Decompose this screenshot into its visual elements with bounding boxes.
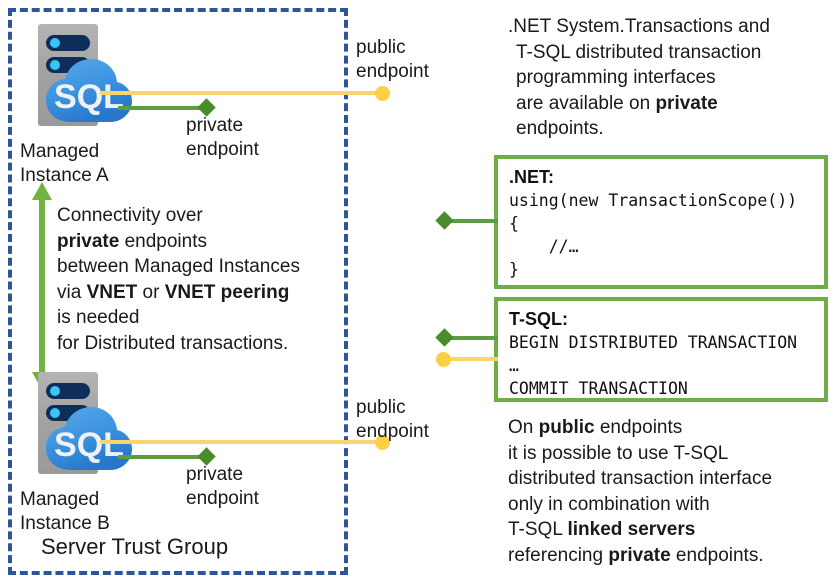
managed-instance-a-icon: SQL xyxy=(20,24,140,134)
outro-line-5: T-SQL linked servers xyxy=(508,517,838,543)
connectivity-line-6: for Distributed transactions. xyxy=(57,332,289,354)
intro-line-4: are available on private xyxy=(508,91,838,117)
managed-instance-b-caption: Managed Instance B xyxy=(20,488,210,536)
dotnet-private-connector-line xyxy=(444,219,498,223)
tsql-code-box: T-SQL: BEGIN DISTRIBUTED TRANSACTION … C… xyxy=(494,297,828,402)
instance-a-public-endpoint-line xyxy=(100,91,382,95)
connectivity-line-4: via VNET or VNET peering xyxy=(57,280,347,306)
tsql-code-title: T-SQL: xyxy=(509,309,568,329)
intro-line-3: programming interfaces xyxy=(516,67,716,88)
server-led-icon xyxy=(50,60,60,70)
dotnet-private-connector-marker xyxy=(435,211,454,230)
instance-b-public-endpoint-marker xyxy=(375,435,390,450)
managed-instance-a-caption: Managed Instance A xyxy=(20,140,210,188)
connectivity-line-2: private endpoints xyxy=(57,229,347,255)
private-endpoint-line-1: private xyxy=(186,464,244,485)
caption-line-1: Managed xyxy=(20,141,100,162)
rest: endpoints xyxy=(119,230,207,252)
server-trust-group-label: Server Trust Group xyxy=(38,535,232,559)
server-led-icon xyxy=(50,386,60,396)
sql-cloud-icon: SQL xyxy=(46,406,132,474)
post: endpoints xyxy=(594,417,683,438)
connectivity-line-5: is needed xyxy=(57,307,140,328)
pre: referencing xyxy=(508,544,609,566)
connectivity-line-1: Connectivity over xyxy=(57,205,203,226)
outro-line-2: it is possible to use T-SQL xyxy=(508,442,729,464)
outro-line-1: On public endpoints xyxy=(508,415,838,441)
instance-a-public-endpoint-label: public endpoint xyxy=(356,36,429,84)
svg-text:SQL: SQL xyxy=(54,426,124,464)
server-trust-group-boundary xyxy=(8,8,348,575)
tsql-public-connector-marker xyxy=(436,352,451,367)
mid: or xyxy=(137,281,165,303)
instance-b-public-endpoint-line xyxy=(100,440,382,444)
dotnet-code-snippet: using(new TransactionScope()) { //… } xyxy=(509,191,798,279)
public-endpoint-line-1: public xyxy=(356,37,406,58)
intro-line-2: T-SQL distributed transaction xyxy=(516,41,762,63)
instance-a-private-endpoint-line xyxy=(118,106,208,110)
instance-b-private-endpoint-label: private endpoint xyxy=(186,463,259,511)
pre: On xyxy=(508,417,539,438)
tsql-private-connector-line xyxy=(444,336,498,340)
connectivity-note: Connectivity over private endpoints betw… xyxy=(57,203,347,356)
pre: T-SQL xyxy=(508,519,568,540)
outro-line-3: distributed transaction interface xyxy=(508,468,773,489)
bold-private: private xyxy=(57,230,120,252)
instance-b-public-endpoint-label: public endpoint xyxy=(356,396,429,444)
sql-cloud-icon: SQL xyxy=(46,58,132,126)
outro-line-4: only in combination with xyxy=(508,493,710,515)
bold-linked-servers: linked servers xyxy=(567,519,696,540)
instance-a-private-endpoint-label: private endpoint xyxy=(186,114,259,162)
instance-a-public-endpoint-marker xyxy=(375,86,390,101)
bold-vnet: VNET xyxy=(86,281,138,303)
caption-line-1: Managed xyxy=(20,489,100,510)
managed-instance-b-icon: SQL xyxy=(20,372,140,482)
caption-line-2: Instance A xyxy=(20,165,109,186)
outro-line-6: referencing private endpoints. xyxy=(508,543,838,569)
server-led-icon xyxy=(50,38,60,48)
public-endpoint-line-2: endpoint xyxy=(356,61,429,82)
private-endpoint-line-1: private xyxy=(186,115,244,136)
bold-vnet-peering: VNET peering xyxy=(164,281,290,303)
tsql-private-connector-marker xyxy=(435,328,454,347)
private-connectivity-arrow xyxy=(31,182,53,390)
pre: are available on xyxy=(516,92,656,114)
intro-paragraph: .NET System.Transactions and T-SQL distr… xyxy=(508,14,838,142)
private-endpoint-line-2: endpoint xyxy=(186,488,259,509)
server-led-icon xyxy=(50,408,60,418)
public-endpoint-line-1: public xyxy=(356,397,406,418)
private-endpoint-line-2: endpoint xyxy=(186,139,259,160)
post: endpoints. xyxy=(670,544,764,566)
svg-text:SQL: SQL xyxy=(54,78,124,116)
bold-private: private xyxy=(655,92,718,114)
caption-line-2: Instance B xyxy=(20,513,110,534)
bold-public: public xyxy=(538,417,595,438)
tsql-code-snippet: BEGIN DISTRIBUTED TRANSACTION … COMMIT T… xyxy=(509,333,798,398)
intro-line-1: .NET System.Transactions and xyxy=(508,16,770,37)
server-drive-bay-icon xyxy=(46,383,90,399)
outro-paragraph: On public endpoints it is possible to us… xyxy=(508,415,838,568)
pre: via xyxy=(57,281,87,303)
public-endpoint-line-2: endpoint xyxy=(356,421,429,442)
dotnet-code-title: .NET: xyxy=(509,167,554,187)
tsql-public-connector-line xyxy=(444,357,498,361)
dotnet-code-box: .NET: using(new TransactionScope()) { //… xyxy=(494,155,828,289)
server-drive-bay-icon xyxy=(46,35,90,51)
bold-private: private xyxy=(608,544,671,566)
instance-b-private-endpoint-line xyxy=(118,455,208,459)
connectivity-line-3: between Managed Instances xyxy=(57,256,300,277)
intro-line-5: endpoints. xyxy=(516,118,604,139)
